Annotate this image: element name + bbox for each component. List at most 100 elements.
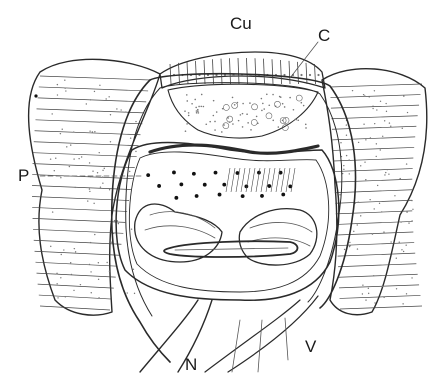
pigment-streak	[286, 168, 290, 192]
label-cu: Cu	[230, 14, 252, 33]
striation-line	[331, 116, 417, 119]
striation-line	[33, 229, 123, 233]
stipple-dot	[238, 120, 240, 122]
stipple-dot	[197, 110, 199, 112]
stipple-dot	[116, 108, 117, 109]
stipple-dot	[205, 123, 207, 125]
stipple-dot	[214, 129, 216, 131]
stipple-dot	[383, 297, 384, 298]
stipple-dot	[221, 131, 223, 133]
stipple-dot	[105, 98, 106, 99]
stipple-dot	[130, 137, 131, 138]
cell-circle	[251, 119, 257, 125]
stipple-dot	[57, 84, 58, 85]
stipple-dot	[396, 258, 397, 259]
stipple-dot	[242, 126, 244, 128]
stipple-dot	[61, 254, 62, 255]
cell-wall	[170, 64, 171, 84]
stipple-dot	[97, 172, 98, 173]
stipple-dot	[234, 104, 236, 106]
upper-cell-mass	[168, 84, 318, 138]
striation-line	[35, 262, 117, 266]
striation-line	[338, 264, 416, 267]
stipple-dot	[403, 96, 404, 97]
stipple-dot	[56, 283, 57, 284]
striation-line	[33, 153, 137, 157]
stipple-dot	[381, 211, 382, 212]
stipple-dot	[360, 165, 361, 166]
stipple-dot	[113, 233, 114, 234]
stipple-dot	[197, 109, 199, 111]
stipple-dot	[250, 129, 252, 131]
stipple-dot	[203, 106, 205, 108]
stipple-dot	[114, 220, 115, 221]
striation-line	[35, 251, 120, 255]
pigment-dots	[146, 168, 295, 200]
stray-dot	[34, 94, 37, 97]
striation-line	[34, 142, 139, 146]
stipple-dot	[196, 110, 198, 112]
stipple-dot	[74, 248, 75, 249]
stipple-dot	[346, 135, 347, 136]
stipple-dot	[232, 123, 234, 125]
cell-wall	[204, 60, 205, 84]
stipple-dot	[50, 158, 51, 159]
stipple-dot	[57, 94, 58, 95]
striation-line	[333, 158, 413, 161]
stipple-dot	[261, 98, 263, 100]
stipple-dot	[184, 110, 186, 112]
stipple-dot	[261, 110, 263, 112]
stipple-dot	[213, 100, 215, 102]
cell-wall	[238, 58, 239, 84]
pigment-dot	[179, 183, 183, 187]
stipple-dot	[360, 215, 361, 216]
stipple-dot	[374, 90, 375, 91]
stipple-dot	[374, 208, 375, 209]
stipple-dot	[247, 122, 249, 124]
stipple-dot	[374, 302, 375, 303]
stipple-dot	[358, 142, 359, 143]
stipple-dot	[406, 212, 407, 213]
stipple-dot	[99, 152, 100, 153]
stipple-dot	[349, 242, 350, 243]
stipple-dot	[70, 262, 71, 263]
stipple-dot	[368, 288, 369, 289]
cell-circle	[252, 104, 258, 110]
pigment-streak	[226, 168, 230, 192]
stipple-dot	[379, 203, 380, 204]
left-lobe-striations	[32, 76, 150, 310]
striation-line	[33, 164, 135, 168]
stipple-dot	[301, 102, 303, 104]
stipple-dot	[343, 169, 344, 170]
stipple-dot	[63, 249, 64, 250]
stipple-dot	[266, 93, 268, 95]
stipple-dot	[200, 106, 202, 108]
stipple-dot	[365, 299, 366, 300]
stipple-dot	[402, 303, 403, 304]
cell-wall	[196, 61, 197, 84]
striation-line	[34, 240, 122, 244]
pigment-dot	[281, 193, 285, 197]
stipple-dot	[403, 251, 404, 252]
stipple-dot	[278, 126, 280, 128]
stipple-dot	[89, 191, 90, 192]
cell-circle	[274, 101, 280, 107]
striation-line	[39, 295, 112, 299]
stipple-dot	[89, 188, 90, 189]
stipple-dot	[94, 91, 95, 92]
stipple-dot	[284, 106, 286, 108]
stipple-dot	[54, 170, 55, 171]
stipple-dot	[109, 189, 110, 190]
leader-c	[290, 42, 318, 78]
stipple-dot	[400, 221, 401, 222]
pigment-streak	[276, 168, 280, 192]
stipple-dot	[388, 173, 389, 174]
stipple-dot	[363, 94, 364, 95]
stipple-dot	[412, 209, 413, 210]
striation-line	[330, 95, 420, 98]
cell-wall	[247, 58, 248, 84]
right-lobe-striations	[330, 84, 422, 309]
stipple-dot	[64, 79, 65, 80]
striation-line	[37, 273, 116, 277]
